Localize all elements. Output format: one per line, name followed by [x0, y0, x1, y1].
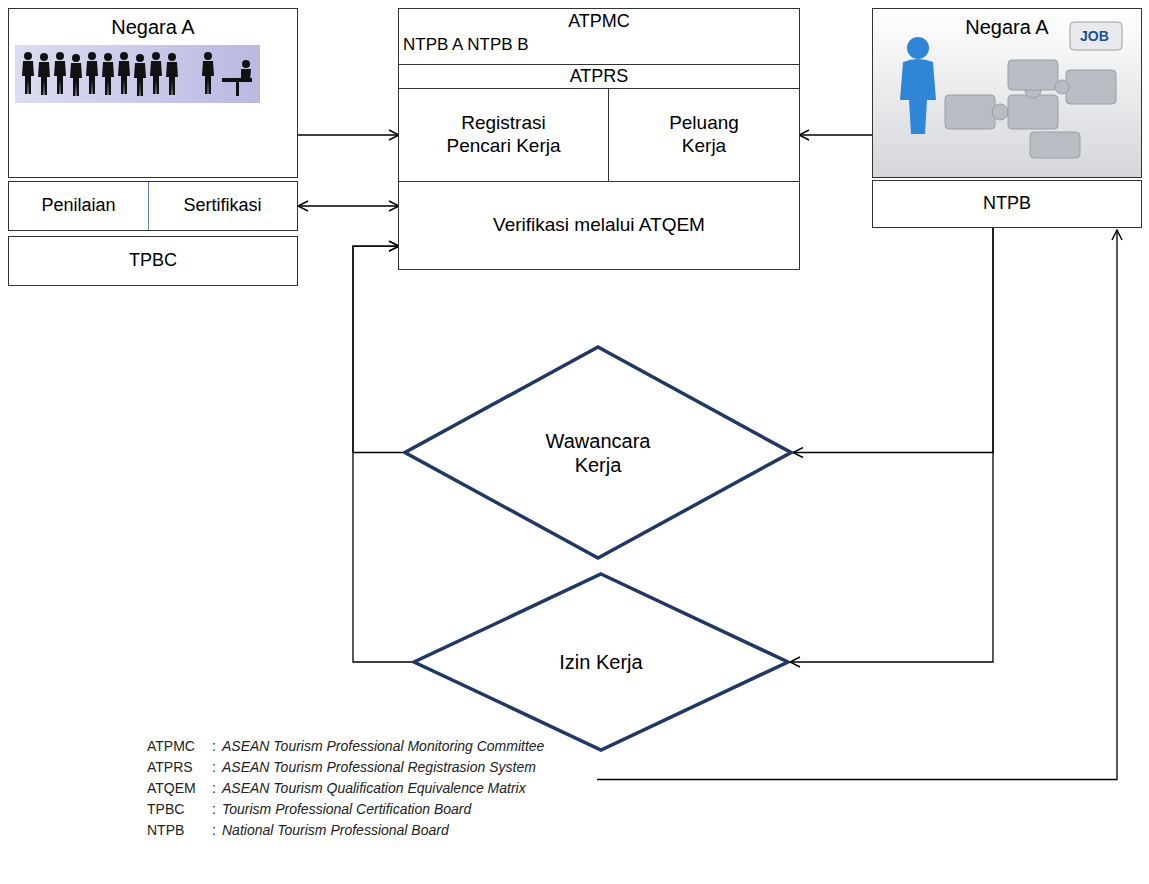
queue-picture — [15, 45, 260, 103]
legend-separator: : — [212, 822, 216, 838]
connector-arrow — [298, 134, 399, 135]
diamond-shape — [405, 347, 791, 558]
connector-arrow — [793, 228, 993, 453]
board-box: NTPB — [872, 180, 1142, 228]
registration-band: ATPRS — [399, 64, 799, 89]
board-box: TPBC — [8, 236, 298, 286]
legend-definition: ASEAN Tourism Professional Monitoring Co… — [222, 738, 544, 754]
node-text: ATPRS — [570, 66, 629, 88]
connector-arrow — [353, 246, 412, 662]
node-text: TPBC — [129, 250, 177, 272]
legend-abbreviation: ATPMC — [147, 738, 195, 754]
decision-diamond: Izin Kerja — [412, 572, 790, 752]
legend-separator: : — [212, 759, 216, 775]
verification-cell: Verifikasi melalui ATQEM — [399, 181, 799, 269]
node-text: Verifikasi melalui ATQEM — [493, 214, 705, 237]
legend-separator: : — [212, 780, 216, 796]
legend-abbreviation: ATPRS — [147, 759, 193, 775]
legend-abbreviation: TPBC — [147, 801, 184, 817]
node-text: Izin Kerja — [559, 650, 642, 674]
node-text: Registrasi Pencari Kerja — [429, 112, 579, 158]
legend-definition: ASEAN Tourism Qualification Equivalence … — [222, 780, 526, 796]
legend-abbreviation: NTPB — [147, 822, 184, 838]
node-text: Penilaian — [41, 195, 115, 217]
country-box: Negara A — [8, 8, 298, 178]
legend-abbreviation: ATQEM — [147, 780, 196, 796]
legend-definition: National Tourism Professional Board — [222, 822, 449, 838]
node-text: Peluang Kerja — [649, 112, 759, 158]
node-text: Sertifikasi — [183, 195, 261, 217]
node-text: Wawancara Kerja — [533, 429, 663, 477]
connector-arrow — [790, 228, 993, 662]
opportunity-cell: Peluang Kerja — [609, 89, 799, 181]
diamond-outline — [403, 345, 793, 560]
legend-separator: : — [212, 738, 216, 754]
picture-text: JOB — [1080, 28, 1109, 44]
node-text: NTPB — [983, 193, 1031, 215]
connector-arrow — [353, 246, 403, 452]
decision-diamond: Wawancara Kerja — [403, 345, 793, 560]
legend-definition: ASEAN Tourism Professional Registrasion … — [222, 759, 536, 775]
node-text: NTPB A NTPB B — [403, 35, 529, 55]
node-text: ATPMC — [399, 11, 799, 33]
node-text: Negara A — [111, 15, 194, 39]
diamond-shape — [414, 574, 788, 750]
assessment-box: Penilaian — [8, 181, 149, 231]
job-picture — [873, 9, 1141, 177]
connector-arrow — [799, 134, 872, 135]
node-text: Negara A — [965, 15, 1048, 39]
legend-separator: : — [212, 801, 216, 817]
registration-cell: Registrasi Pencari Kerja — [399, 89, 609, 181]
connector-arrow — [298, 205, 399, 206]
certification-box: Sertifikasi — [148, 181, 298, 231]
committee-box: ATPMCNTPB A NTPB B ATPRS Registrasi Pencar… — [398, 8, 800, 270]
legend-definition: Tourism Professional Certification Board — [222, 801, 471, 817]
